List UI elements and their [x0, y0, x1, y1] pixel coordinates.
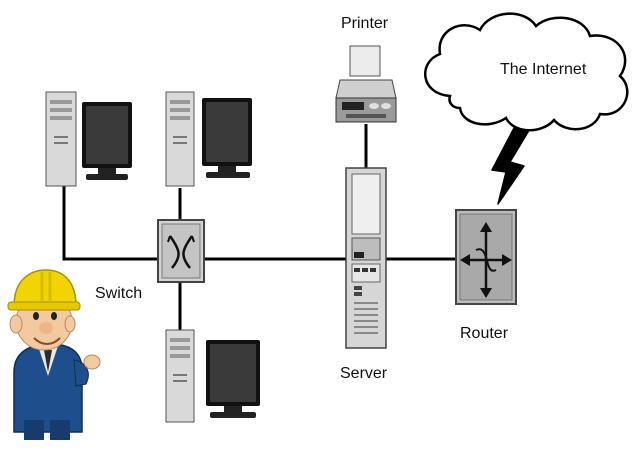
workstation-icon — [45, 91, 132, 187]
link-ws1-switch — [62, 186, 158, 261]
server-icon — [345, 167, 387, 349]
cloud-icon — [424, 12, 629, 132]
workstation-icon — [165, 329, 260, 423]
internet-label: The Internet — [500, 61, 587, 78]
workstation-icon — [165, 91, 252, 187]
lightning-link-icon — [491, 127, 529, 205]
switch-label: Switch — [95, 285, 142, 302]
router-icon — [455, 209, 517, 305]
server-label: Server — [340, 365, 388, 382]
links — [62, 124, 456, 330]
printer-label: Printer — [341, 15, 389, 32]
router-label: Router — [460, 325, 509, 342]
switch-icon — [157, 219, 205, 283]
printer-icon — [335, 45, 397, 123]
technician-icon — [7, 269, 101, 440]
